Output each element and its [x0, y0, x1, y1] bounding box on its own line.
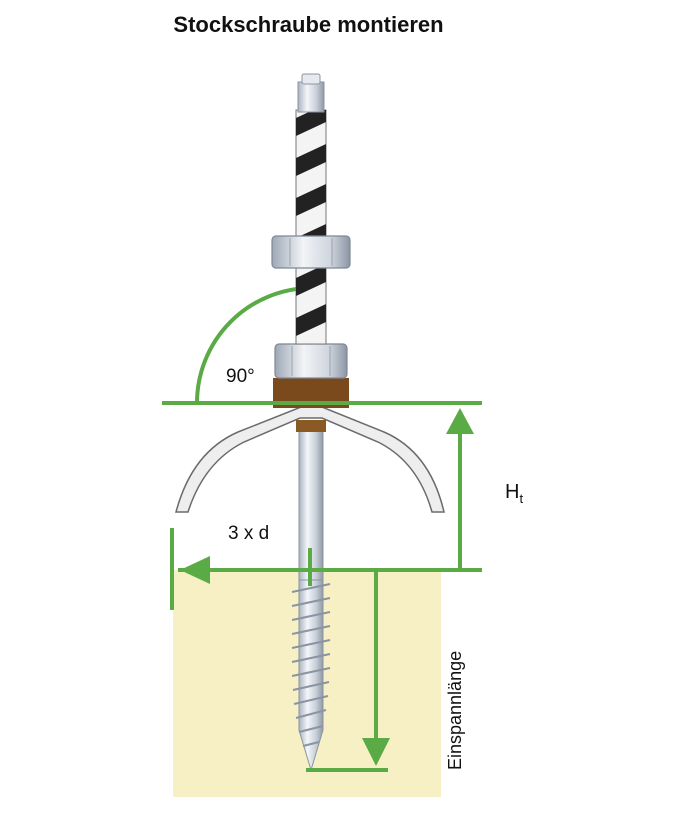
angle-label: 90° [226, 366, 255, 387]
gasket [296, 420, 326, 432]
embedment-label: Einspannlänge [445, 651, 465, 770]
roof-sheet [175, 406, 445, 513]
height-label: Ht [505, 481, 523, 506]
angle-arc [195, 286, 312, 404]
edge-distance-label: 3 x d [228, 523, 269, 544]
threaded-rod [295, 109, 327, 345]
height-label-sub: t [519, 491, 523, 506]
lower-nut [274, 343, 348, 379]
dimension-lines [162, 401, 482, 772]
diagram-title: Stockschraube montieren [173, 12, 444, 37]
height-label-main: H [505, 481, 519, 503]
upper-nut [271, 235, 351, 269]
rod-tip [297, 73, 325, 113]
wood-screw-thread [291, 579, 331, 772]
